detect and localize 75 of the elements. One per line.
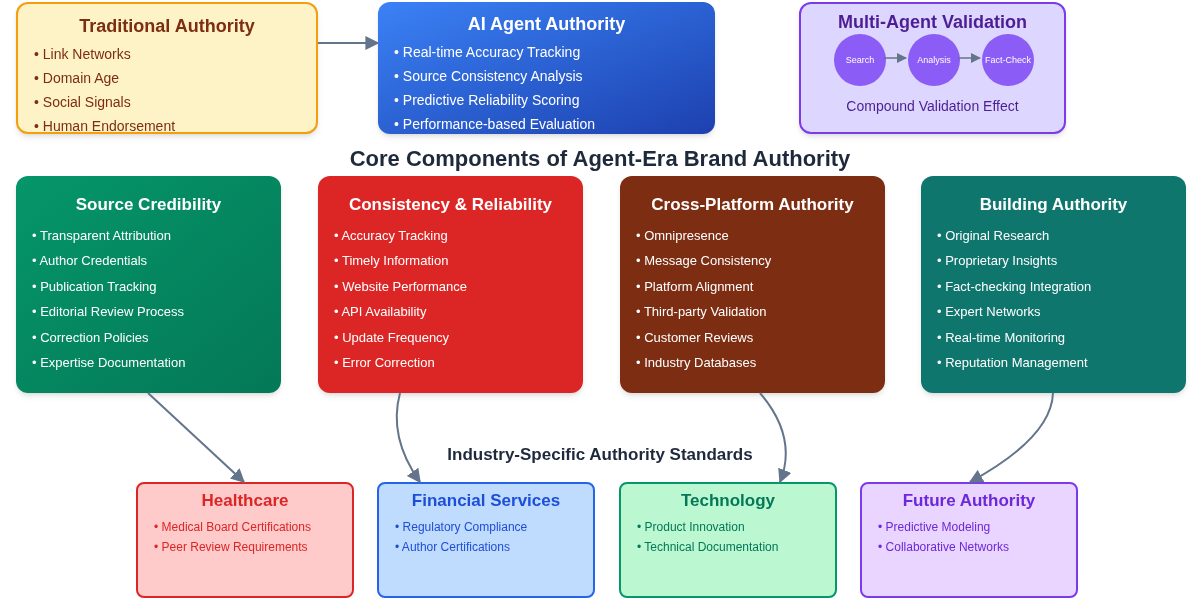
bullet-item: • Human Endorsement [34,117,176,136]
bullet-item: • Omnipresence [636,226,729,245]
bullet-item: • Real-time Monitoring [937,328,1066,347]
bullet-item: • Platform Alignment [636,277,754,296]
bullet-item: • Reputation Management [937,354,1088,372]
card-title: Healthcare [200,490,290,512]
bullet-item: • Social Signals [34,93,131,112]
card-title: Source Credibility [74,194,223,216]
authority-card [16,2,318,134]
bullet-item: • Message Consistency [636,252,772,270]
effect-label: Compound Validation Effect [845,97,1020,116]
card-title: Building Authority [978,194,1129,216]
bullet-item: • Accuracy Tracking [334,226,448,245]
bullet-item: • Expert Networks [937,303,1041,321]
component-card [921,176,1186,393]
component-card [620,176,885,393]
bullet-item: • Error Correction [334,354,435,372]
card-title: Multi-Agent Validation [837,11,1028,34]
bullet-item: • Product Innovation [637,518,745,536]
arrow [317,36,380,50]
bullet-item: • Update Frequency [334,328,450,347]
agent-label: Fact-Check [985,55,1031,65]
arrow [395,392,421,484]
bullet-item: • Third-party Validation [636,303,767,321]
arrow [883,52,908,64]
bullet-item: • Predictive Modeling [878,518,991,536]
bullet-item: • Website Performance [334,277,467,296]
industry-card [136,482,354,598]
bullet-item: • Customer Reviews [636,328,754,347]
card-title: Consistency & Reliability [347,194,554,216]
agent-label: Search [845,55,875,65]
component-card [318,176,583,393]
bullet-item: • Technical Documentation [637,538,779,556]
industry-card [860,482,1078,598]
arrow [968,392,1054,483]
bullet-item: • Domain Age [34,69,120,88]
component-card [16,176,281,393]
bullet-item: • Expertise Documentation [32,354,186,372]
section-heading: Industry-Specific Authority Standards [446,444,754,466]
card-title: Cross-Platform Authority [650,194,855,216]
card-title: AI Agent Authority [466,13,627,36]
bullet-item: • Author Certifications [395,538,510,556]
bullet-item: • Editorial Review Process [32,303,184,321]
bullet-item: • Industry Databases [636,354,757,372]
authority-card [378,2,715,134]
agent-label: Analysis [917,55,951,65]
bullet-item: • Correction Policies [32,328,149,347]
bullet-item: • Publication Tracking [32,277,157,296]
arrow [759,392,791,484]
bullet-item: • Peer Review Requirements [154,538,308,556]
industry-card [619,482,837,598]
arrow [147,392,246,483]
bullet-item: • Real-time Accuracy Tracking [394,43,581,62]
bullet-item: • Medical Board Certifications [154,518,311,536]
bullet-item: • Transparent Attribution [32,226,171,245]
bullet-item: • Proprietary Insights [937,252,1058,270]
bullet-item: • Collaborative Networks [878,538,1009,556]
bullet-item: • Timely Information [334,252,449,270]
bullet-item: • Source Consistency Analysis [394,67,583,86]
card-title: Technology [679,490,777,512]
bullet-item: • Link Networks [34,45,131,64]
bullet-item: • Predictive Reliability Scoring [394,91,580,110]
bullet-item: • API Availability [334,303,427,321]
bullet-item: • Original Research [937,226,1050,245]
industry-card [377,482,595,598]
bullet-item: • Fact-checking Integration [937,277,1092,296]
bullet-item: • Performance-based Evaluation [394,115,595,134]
bullet-item: • Regulatory Compliance [395,518,528,536]
card-title: Financial Services [410,490,562,512]
section-heading: Core Components of Agent-Era Brand Authority [348,145,852,173]
arrow [957,52,982,64]
card-title: Future Authority [901,490,1037,512]
card-title: Traditional Authority [78,15,256,38]
validation-card [799,2,1066,134]
bullet-item: • Author Credentials [32,252,148,270]
